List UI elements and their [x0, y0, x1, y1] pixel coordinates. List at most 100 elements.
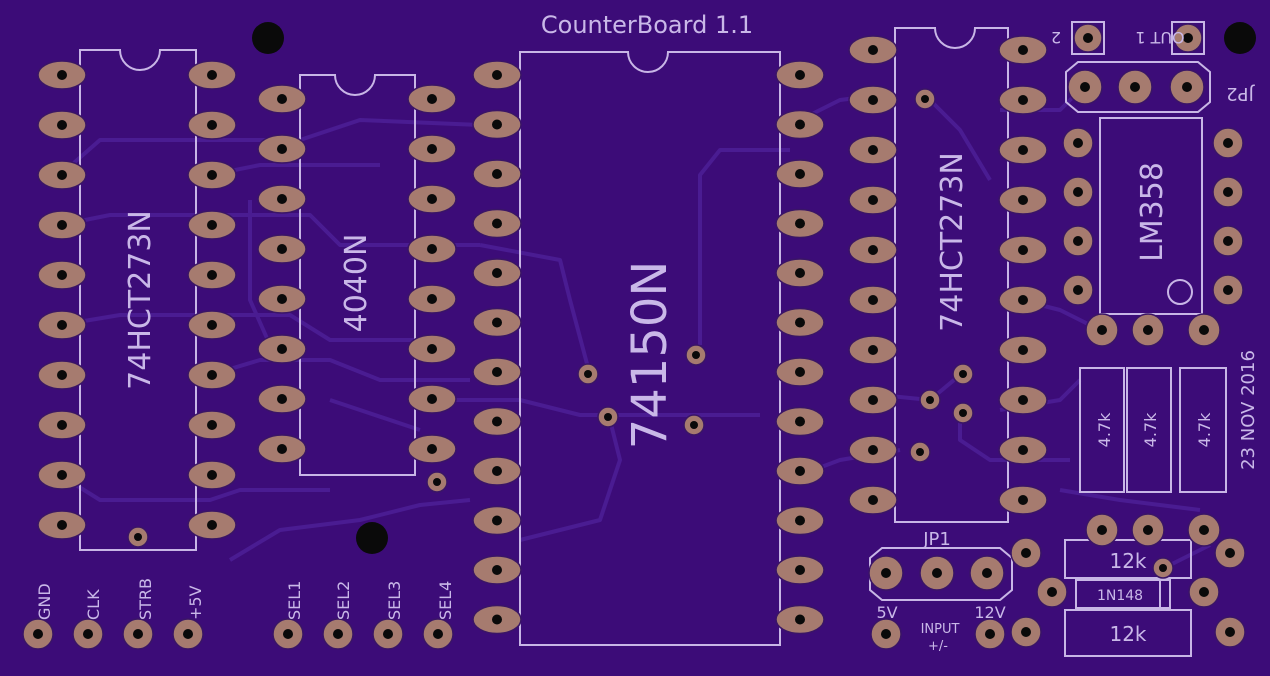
chip-u3-pin [472, 258, 522, 288]
chip-u1-pin [187, 360, 237, 390]
chip-u5-pin [1212, 127, 1244, 159]
power-12v-label: 12V [974, 603, 1005, 622]
resistor-r3-outline [1179, 367, 1227, 493]
chip-u4-pin [998, 385, 1048, 415]
mounting-hole [1224, 22, 1256, 54]
jp2-pin [1169, 69, 1205, 105]
chip-u1-pin [187, 510, 237, 540]
chip-u3-label: 74150N [622, 261, 678, 450]
chip-u1-pin [37, 110, 87, 140]
conn-clk-label: CLK [84, 589, 103, 620]
resistor-bottom-pad [1187, 513, 1221, 547]
chip-u2-pin [257, 434, 307, 464]
chip-u4-label: 74HCT273N [935, 152, 970, 332]
connector-pad [322, 618, 354, 650]
chip-u3-pin [472, 505, 522, 536]
resistor-r5-outline [1064, 609, 1192, 657]
out-label: OUT 1 [1135, 28, 1184, 47]
resistor-r1-label: 4.7k [1095, 412, 1114, 447]
connector-pad [172, 618, 204, 650]
resistor-bottom-pad [1085, 513, 1119, 547]
chip-u2-pin [407, 234, 457, 264]
chip-u4-pin [848, 335, 898, 365]
jp2-pin [1067, 69, 1103, 105]
chip-u2-pin [257, 184, 307, 214]
connector-pad [72, 618, 104, 650]
chip-u2-pin [407, 384, 457, 414]
resistor-top-pad [1085, 313, 1119, 347]
chip-u1-pin [37, 510, 87, 540]
input-5v-pad [870, 618, 902, 650]
chip-u4-pin [998, 285, 1048, 315]
chip-u5-pin [1062, 127, 1094, 159]
chip-u3-pin [775, 258, 825, 288]
chip-u4-pin [998, 35, 1048, 65]
resistor-r4-label: 12k [1109, 549, 1146, 573]
chip-u1-pin [37, 460, 87, 490]
chip-u3-pin [775, 456, 825, 486]
chip-u3-outline [519, 51, 781, 646]
chip-u4-pin [998, 185, 1048, 215]
chip-u3-pin [775, 555, 825, 585]
resistor-r3-label: 4.7k [1195, 412, 1214, 447]
chip-u1-pin [187, 310, 237, 340]
resistor-top-pad [1131, 313, 1165, 347]
pads [22, 23, 1246, 650]
chip-u3-pin [775, 357, 825, 387]
component-pad [1010, 537, 1042, 569]
chip-u1-pin [187, 210, 237, 240]
component-pad [1214, 616, 1246, 648]
chip-u2-pin [257, 84, 307, 114]
chip-u1-outline [79, 49, 197, 551]
conn-sel1-label: SEL1 [285, 581, 304, 620]
chip-u4-pin [848, 435, 898, 465]
chip-u4-pin [848, 35, 898, 65]
chip-u2-pin [407, 134, 457, 164]
input-polarity-label: +/- [928, 639, 948, 654]
chip-u4-pin [848, 85, 898, 115]
chip-u5-pin [1062, 274, 1094, 306]
connector-pad [422, 618, 454, 650]
chip-u3-pin [775, 60, 825, 90]
chip-u5-label: LM358 [1135, 162, 1170, 262]
power-5v-label: 5V [876, 603, 897, 622]
chip-u2-pin [407, 184, 457, 214]
chip-u1-pin [187, 260, 237, 290]
jp1-label: JP1 [922, 529, 951, 550]
chip-u2-pin [407, 84, 457, 114]
conn-sel2-label: SEL2 [334, 581, 353, 620]
connector-pad [122, 618, 154, 650]
chip-u5-pin [1062, 176, 1094, 208]
chip-u1-pin [187, 460, 237, 490]
jp1-pin [969, 555, 1005, 591]
jp2-label: JP2 [1226, 83, 1255, 104]
chip-u1-pin [37, 160, 87, 190]
jp2-pin [1117, 69, 1153, 105]
conn-sel4-label: SEL4 [436, 581, 455, 620]
connector-pad [272, 618, 304, 650]
chip-u2-pin [257, 384, 307, 414]
chip-u1-pin [187, 160, 237, 190]
chip-u3-pin [775, 208, 825, 239]
chip-u5-pin [1212, 176, 1244, 208]
chip-u4-pin [998, 485, 1048, 515]
component-pad [1214, 537, 1246, 569]
chip-u5-pin [1062, 225, 1094, 257]
chip-u4-pin [848, 385, 898, 415]
chip-u3-pin [472, 109, 522, 140]
chip-u2-outline [299, 74, 416, 476]
conn-strb-label: STRB [136, 578, 155, 620]
chip-u4-outline [894, 27, 1009, 523]
chip-u4-pin [848, 285, 898, 315]
chip-u2-pin [407, 284, 457, 314]
chip-u3-pin [775, 406, 825, 437]
pin1-marker [1167, 279, 1193, 305]
conn-sel3-label: SEL3 [385, 581, 404, 620]
chip-u1-pin [37, 260, 87, 290]
diode-pad [1036, 576, 1068, 608]
chip-u4-pin [848, 185, 898, 215]
jp1-pin [868, 555, 904, 591]
resistor-r2-outline [1126, 367, 1172, 493]
vias [127, 88, 1174, 579]
chip-u1-pin [37, 60, 87, 90]
